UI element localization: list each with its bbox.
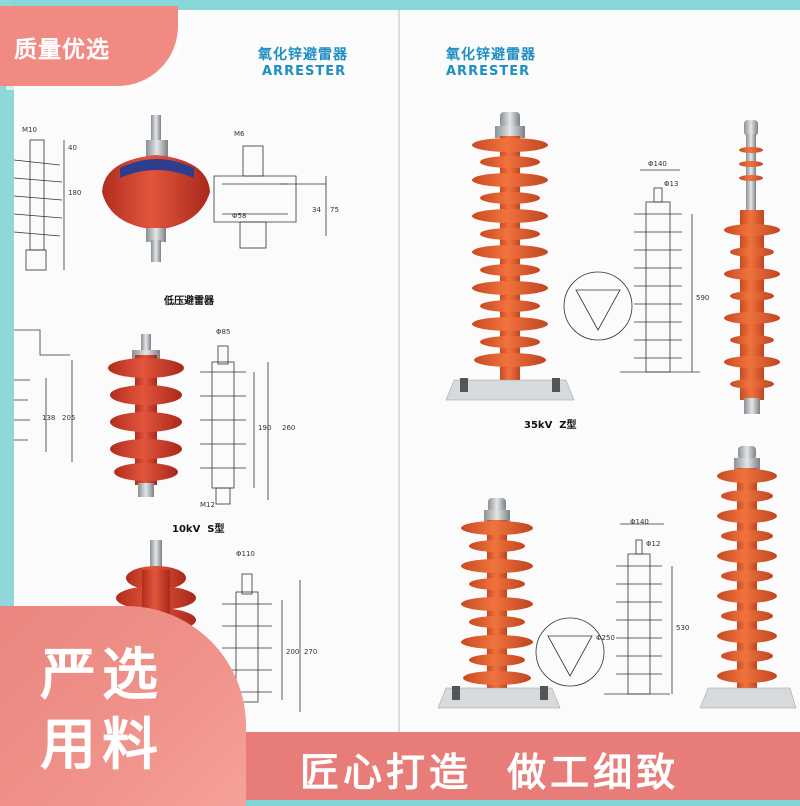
bottom-mid-arrester-photo — [437, 498, 561, 709]
left-header-en: ARRESTER — [262, 64, 347, 79]
badge-label: 质量优选 — [14, 37, 110, 63]
left-edge-drawing-2 — [14, 329, 73, 462]
slogan-left-line1: 严选 — [40, 643, 164, 708]
dim-75: 75 — [330, 206, 339, 214]
z-type-arrester-photo — [445, 112, 575, 401]
low-voltage-arrester-photo — [102, 115, 210, 262]
caption-low-voltage: 低压避雷器 — [164, 296, 214, 307]
dim-140b: Φ140 — [630, 518, 649, 526]
dim-190: 190 — [258, 424, 271, 432]
dim-140a: Φ140 — [648, 160, 667, 168]
dim-260: 260 — [282, 424, 295, 432]
dim-58: Φ58 — [232, 212, 246, 220]
dim-180: 180 — [68, 189, 81, 197]
dim-270: 270 — [304, 648, 317, 656]
dim-85: Φ85 — [216, 328, 230, 336]
dim-200: 200 — [286, 648, 299, 656]
bottom-banner — [246, 732, 800, 800]
dim-590: 590 — [696, 294, 709, 302]
column-divider — [398, 10, 400, 740]
caption-s-type: 10kV S型 — [172, 524, 225, 535]
z-type-line-drawing — [563, 169, 700, 373]
dim-205: 205 — [62, 414, 75, 422]
s-type-arrester-photo — [108, 334, 184, 497]
slogan-left-line2: 用料 — [40, 713, 164, 778]
dim-13: Φ13 — [664, 180, 678, 188]
teal-frame-left — [0, 0, 14, 800]
bottom-left-line-drawing — [222, 573, 301, 712]
caption-z-type: 35kV Z型 — [524, 420, 577, 431]
banner-slogan: 匠心打造 做工细致 — [300, 751, 680, 796]
dim-m10: M10 — [22, 126, 37, 134]
dim-m12: M12 — [200, 501, 215, 509]
dim-250: Φ250 — [596, 634, 615, 642]
right-header-cn: 氧化锌避雷器 — [446, 47, 536, 63]
bottom-right-arrester-photo — [699, 446, 797, 709]
right-edge-arrester-photo — [724, 120, 780, 414]
quality-badge — [0, 6, 178, 86]
bottom-mid-line-drawing — [535, 523, 673, 695]
dim-12: Φ12 — [646, 540, 660, 548]
slogan-block-left — [0, 606, 246, 806]
dim-40: 40 — [68, 144, 77, 152]
left-edge-drawing-1 — [13, 139, 65, 271]
dim-34: 34 — [312, 206, 321, 214]
right-header-en: ARRESTER — [446, 64, 531, 79]
low-voltage-line-drawing — [213, 145, 327, 249]
left-header-cn: 氧化锌避雷器 — [258, 47, 348, 63]
dim-138: 138 — [42, 414, 55, 422]
dim-110: Φ110 — [236, 550, 255, 558]
s-type-line-drawing — [200, 345, 269, 505]
dim-m6: M6 — [234, 130, 245, 138]
dim-530: 530 — [676, 624, 689, 632]
